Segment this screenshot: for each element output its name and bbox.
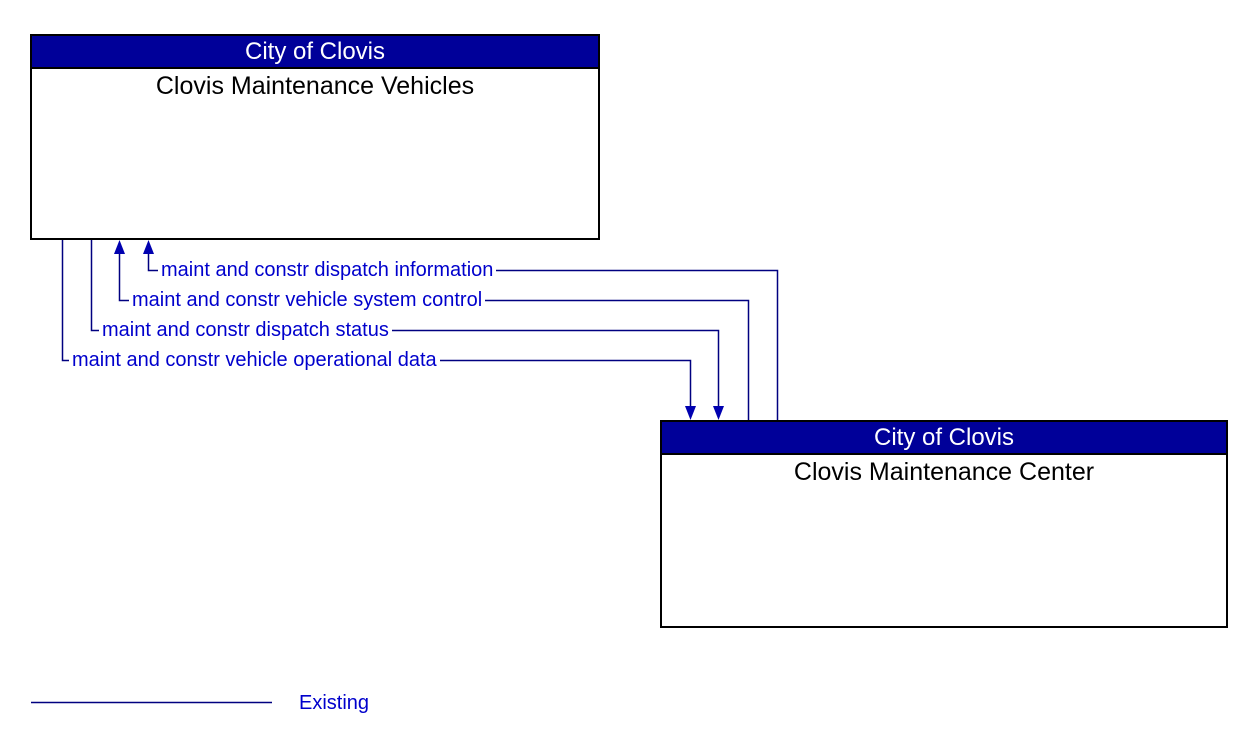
arrowhead-down-icon bbox=[713, 406, 724, 420]
flow-label-dispatch-status: maint and constr dispatch status bbox=[99, 318, 392, 342]
legend-label: Existing bbox=[299, 692, 370, 714]
arrowhead-down-icon bbox=[685, 406, 696, 420]
entity-org-header: City of Clovis bbox=[662, 422, 1226, 455]
entity-box-clovis-maintenance-vehicles: City of Clovis Clovis Maintenance Vehicl… bbox=[30, 34, 600, 240]
entity-box-clovis-maintenance-center: City of Clovis Clovis Maintenance Center bbox=[660, 420, 1228, 628]
arrowhead-up-icon bbox=[114, 240, 125, 254]
flow-label-dispatch-information: maint and constr dispatch information bbox=[158, 258, 497, 282]
arrowhead-up-icon bbox=[143, 240, 154, 254]
flow-label-vehicle-system-control: maint and constr vehicle system control bbox=[129, 288, 486, 312]
entity-name: Clovis Maintenance Vehicles bbox=[155, 72, 475, 100]
flow-line-dispatch-status bbox=[90, 240, 720, 406]
entity-name: Clovis Maintenance Center bbox=[793, 458, 1095, 486]
flow-label-vehicle-operational-data: maint and constr vehicle operational dat… bbox=[69, 348, 440, 372]
entity-org-header: City of Clovis bbox=[32, 36, 598, 69]
